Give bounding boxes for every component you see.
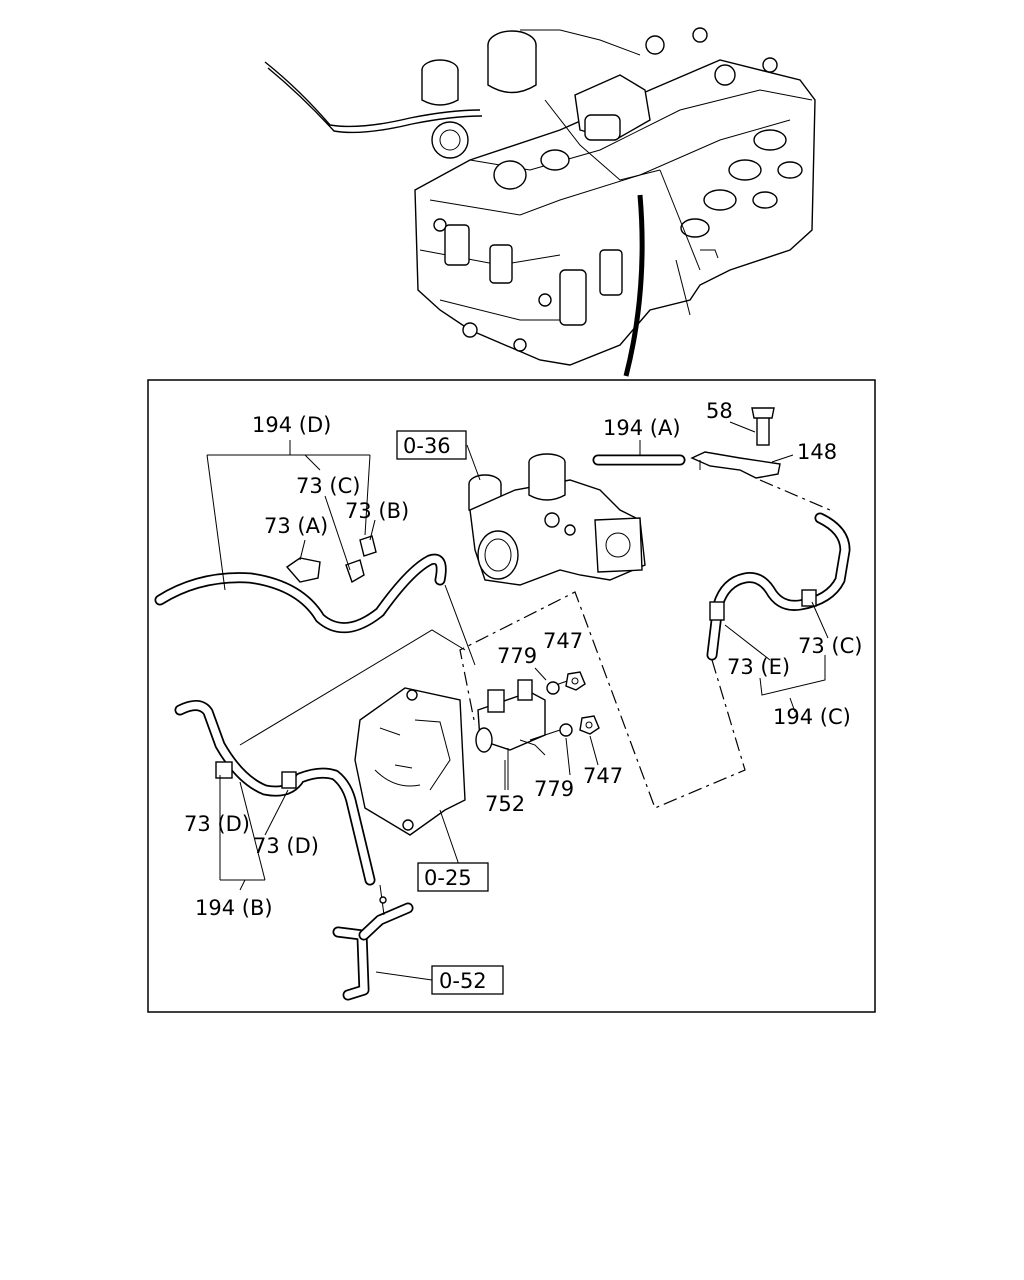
callout-73e: 73 (E): [727, 655, 790, 679]
turbocharger-illustration: [468, 453, 646, 586]
washer-779-bottom: [559, 723, 573, 776]
engine-head-illustration: [264, 27, 816, 377]
washer-779-top: [534, 667, 560, 695]
ref-0-36-label: 0-36: [403, 434, 451, 458]
solenoid-valve-752-illustration: [475, 679, 571, 790]
callout-58: 58: [706, 399, 733, 423]
pipe-052-illustration: [332, 884, 433, 1001]
callout-747-bottom: 747: [583, 764, 623, 788]
callout-73a: 73 (A): [264, 514, 328, 538]
ref-0-52-label: 0-52: [439, 969, 487, 993]
hose-194c-assembly: [459, 512, 851, 809]
nut-747-bottom: [579, 715, 600, 766]
callout-194b: 194 (B): [195, 896, 273, 920]
callout-73c-right: 73 (C): [798, 634, 862, 658]
callout-148: 148: [797, 440, 837, 464]
ref-box-0-36[interactable]: 0-36: [396, 430, 467, 460]
callout-73d-1: 73 (D): [184, 812, 250, 836]
nut-747-top: [565, 671, 586, 691]
ref-box-0-25[interactable]: 0-25: [417, 862, 489, 892]
parts-frame: [147, 379, 876, 1013]
ref-0-25-label: 0-25: [424, 866, 472, 890]
callout-leaders: [206, 421, 829, 891]
callout-labels: 194 (D) 73 (C) 73 (A) 73 (B) 194 (A) 58 …: [184, 399, 862, 920]
callout-73c-left: 73 (C): [296, 474, 360, 498]
callout-779-bottom: 779: [534, 777, 574, 801]
callout-73d-2: 73 (D): [253, 834, 319, 858]
callout-194c: 194 (C): [773, 705, 851, 729]
ref-box-0-52[interactable]: 0-52: [431, 965, 504, 995]
hose-194d-assembly: [154, 535, 476, 666]
bracket-025-illustration: [354, 687, 466, 863]
callout-73b: 73 (B): [345, 499, 409, 523]
hose-194a-assembly: [592, 407, 831, 511]
callout-747-top: 747: [543, 629, 583, 653]
callout-779-top: 779: [497, 644, 537, 668]
callout-752: 752: [485, 792, 525, 816]
callout-194a: 194 (A): [603, 416, 681, 440]
hose-194b-assembly: [174, 629, 466, 886]
callout-194d: 194 (D): [252, 413, 331, 437]
